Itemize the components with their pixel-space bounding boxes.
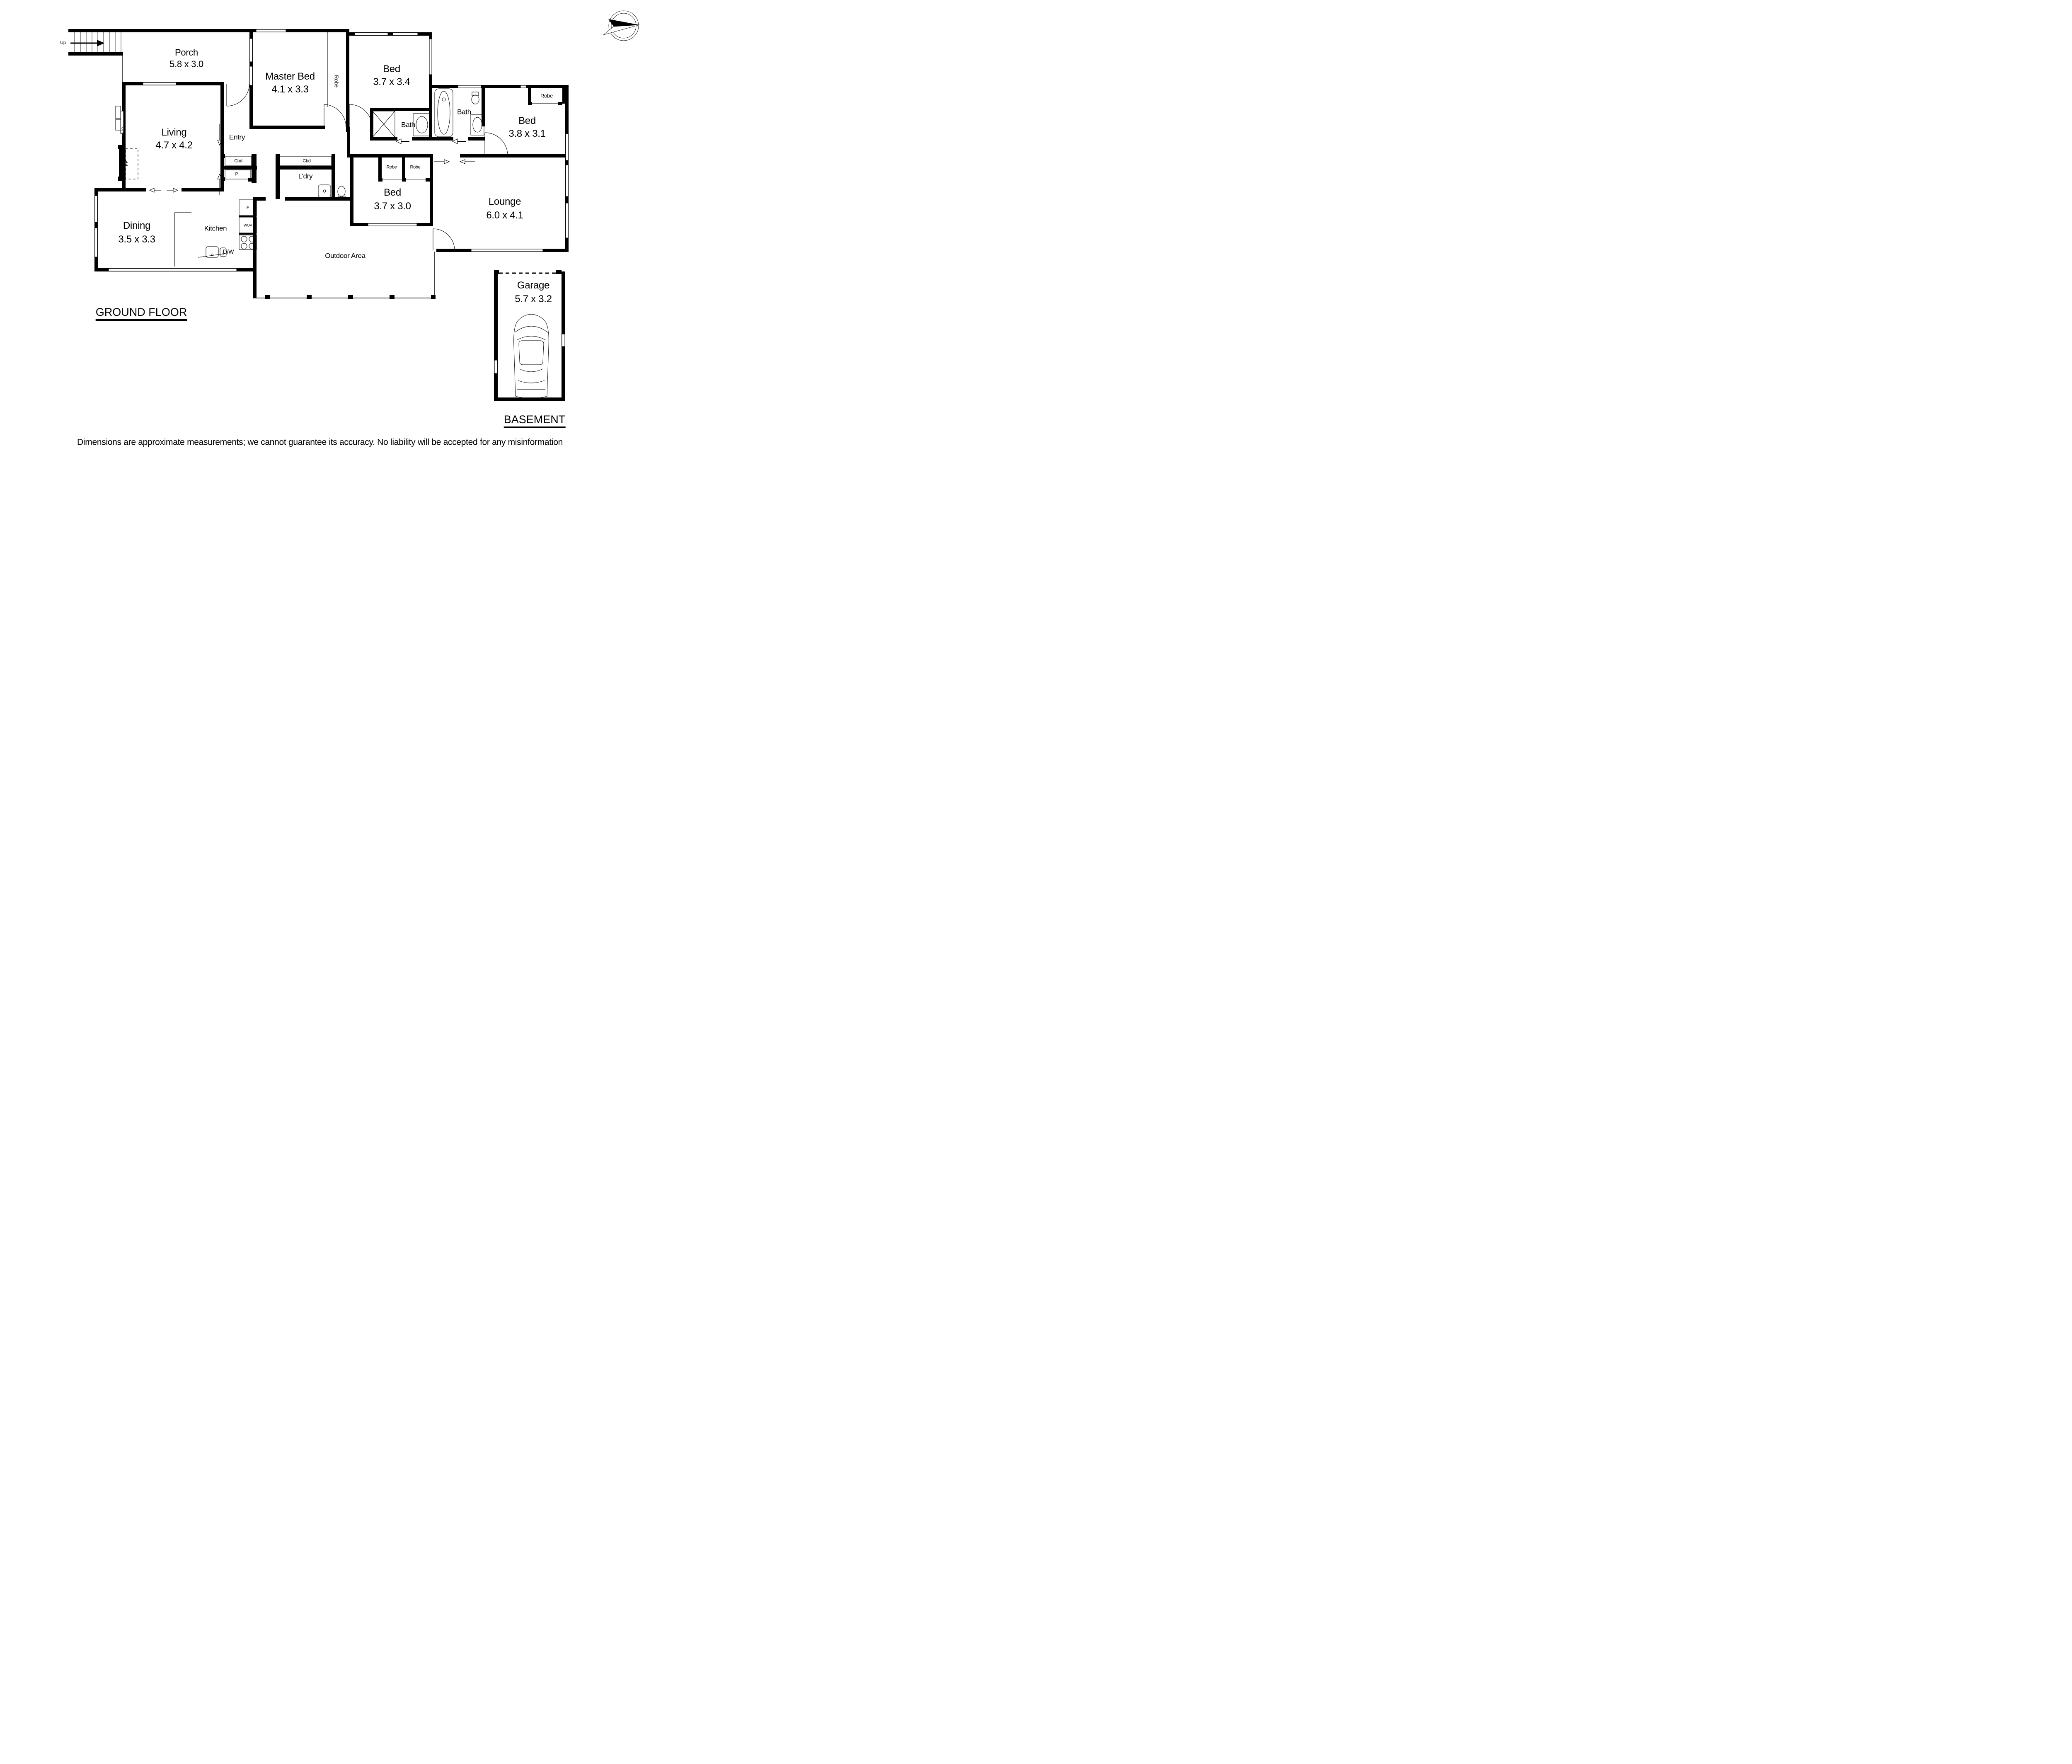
room-name-bath-main: Bath — [401, 121, 415, 129]
partition-lines — [115, 32, 562, 298]
floor-plan-linework — [68, 10, 640, 401]
room-name-garage: Garage — [517, 280, 550, 291]
basin-icon — [416, 116, 428, 133]
windows — [94, 29, 569, 374]
air-conditioner-label: A/C — [121, 127, 126, 135]
bathtub-icon — [434, 88, 453, 137]
stairs-up-label: Up — [60, 40, 66, 46]
closet-pantry: P — [235, 172, 238, 177]
room-name-lounge: Lounge — [488, 196, 521, 207]
room-name-bed2: Bed — [383, 63, 400, 75]
room-name-bed4: Bed — [384, 187, 401, 198]
floor-plan: Up Porch 5.8 x 3.0 Master Bed 4.1 x 3.3 … — [0, 0, 640, 453]
basin-icon — [472, 117, 482, 133]
room-name-living: Living — [161, 127, 187, 138]
room-dims-dining: 3.5 x 3.3 — [118, 234, 155, 245]
closet-robe-hall-1: Robe — [386, 165, 397, 170]
door-arcs — [226, 84, 508, 251]
room-dims-bed4: 3.7 x 3.0 — [374, 201, 411, 212]
shower-icon — [372, 111, 395, 138]
room-name-entry: Entry — [229, 133, 245, 141]
sink-icon — [206, 246, 219, 258]
closet-cbd-hall: Cbd — [303, 158, 311, 164]
appliance-dishwasher: D/W — [223, 248, 234, 255]
closet-robe-hall-2: Robe — [410, 165, 421, 170]
laundry-trough-icon — [318, 184, 331, 198]
closet-cbd-entry: Cbd — [234, 158, 242, 164]
room-name-kitchen: Kitchen — [204, 224, 227, 233]
room-dims-bed2: 3.7 x 3.4 — [373, 76, 410, 87]
fixtures — [206, 88, 484, 258]
room-name-porch: Porch — [175, 47, 198, 58]
direction-arrows — [70, 40, 475, 195]
car-icon — [513, 314, 549, 399]
room-name-dining: Dining — [123, 220, 151, 231]
room-dims-living: 4.7 x 4.2 — [155, 140, 193, 151]
room-name-bed3: Bed — [518, 115, 536, 126]
room-name-outdoor: Outdoor Area — [325, 252, 366, 260]
room-name-laundry: L’dry — [298, 172, 313, 180]
room-dims-bed3: 3.8 x 3.1 — [508, 128, 546, 139]
room-name-bath-second: Bath — [457, 108, 471, 116]
toilet-icon — [338, 196, 346, 201]
room-dims-porch: 5.8 x 3.0 — [169, 59, 203, 69]
stair-treads — [74, 32, 121, 52]
compass-icon — [603, 10, 640, 41]
appliance-wall-oven: WOV — [243, 223, 252, 228]
disclaimer-text: Dimensions are approximate measurements;… — [77, 437, 563, 447]
ground-floor-title: GROUND FLOOR — [95, 307, 187, 321]
basement-title: BASEMENT — [503, 414, 566, 428]
room-dims-garage: 5.7 x 3.2 — [515, 293, 552, 305]
toilet-icon — [472, 92, 479, 96]
room-dims-master-bed: 4.1 x 3.3 — [271, 84, 309, 95]
fireplace-label: FP — [123, 160, 129, 167]
room-dims-lounge: 6.0 x 4.1 — [486, 210, 523, 221]
closet-robe-bed3: Robe — [540, 92, 553, 99]
room-name-master-bed: Master Bed — [265, 71, 315, 82]
appliance-fridge: F — [246, 205, 249, 211]
closet-robe-master: Robe — [333, 75, 340, 87]
cooktop-icon — [239, 235, 257, 250]
